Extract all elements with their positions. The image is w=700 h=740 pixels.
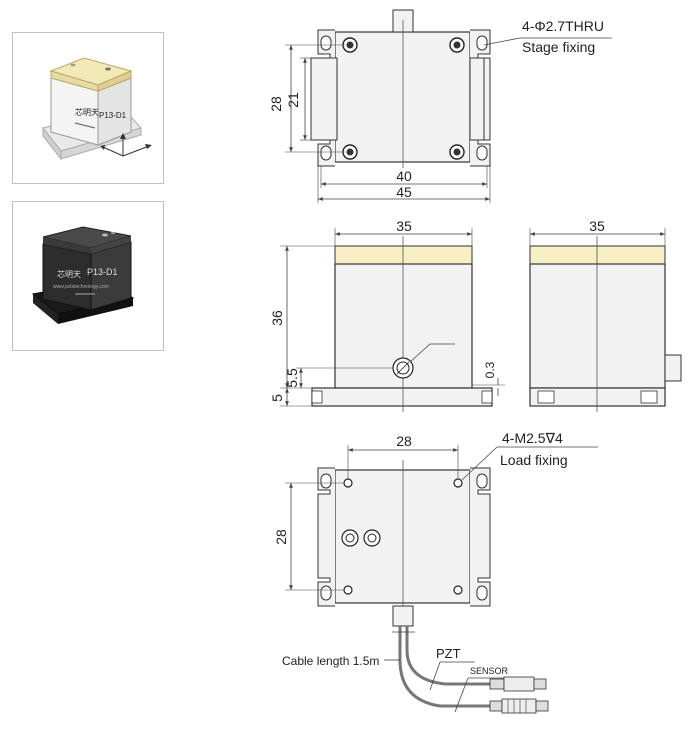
front-view-dim-base: 5 [269, 394, 285, 402]
photo-brand-label-dark: 芯明天 [57, 269, 81, 279]
sensor-cable-label: SENSOR [470, 666, 509, 676]
bottom-view-drawing [285, 445, 598, 714]
front-view-dim-gap: 0.3 [483, 361, 497, 378]
stage-illustration-light: 芯明天 P13-D1 [42, 57, 152, 161]
top-view-dim-height-inner: 21 [285, 92, 301, 108]
photo-model-label-light: P13-D1 [99, 111, 127, 120]
photo-website-label: www.pztstechnology.com [53, 284, 109, 290]
load-fixing-hole-spec: 4-M2.5∇4 [502, 430, 563, 446]
stage-fixing-hole-spec: 4-Φ2.7THRU [522, 18, 604, 34]
stage-illustration-dark: 芯明天 P13-D1 www.pztstechnology.com [31, 226, 135, 324]
stage-fixing-note: Stage fixing [522, 39, 595, 55]
product-photo-dark: 芯明天 P13-D1 www.pztstechnology.com [12, 201, 164, 351]
photo-brand-label-light: 芯明天 [75, 107, 99, 117]
side-view-dim-top-width: 35 [589, 218, 605, 234]
photo-model-label-dark: P13-D1 [87, 267, 118, 277]
load-fixing-note: Load fixing [500, 452, 568, 468]
top-view-dim-width-outer: 45 [396, 184, 412, 200]
top-view-dim-height-outer: 28 [268, 96, 284, 112]
pzt-cable-label: PZT [436, 646, 461, 661]
top-view-drawing [285, 9, 612, 203]
side-view-drawing [529, 228, 682, 412]
top-view-dim-width-inner: 40 [396, 168, 412, 184]
front-view-dim-center: 5.5 [284, 368, 300, 388]
product-photo-light: 芯明天 P13-D1 [12, 32, 164, 184]
bottom-view-dim-hole-spacing-x: 28 [396, 433, 412, 449]
front-view-dim-height: 36 [269, 310, 285, 326]
front-view-dim-top-width: 35 [396, 218, 412, 234]
cable-length-label: Cable length 1.5m [282, 654, 379, 668]
bottom-view-dim-hole-spacing-y: 28 [273, 529, 289, 545]
front-view-drawing [280, 228, 505, 412]
